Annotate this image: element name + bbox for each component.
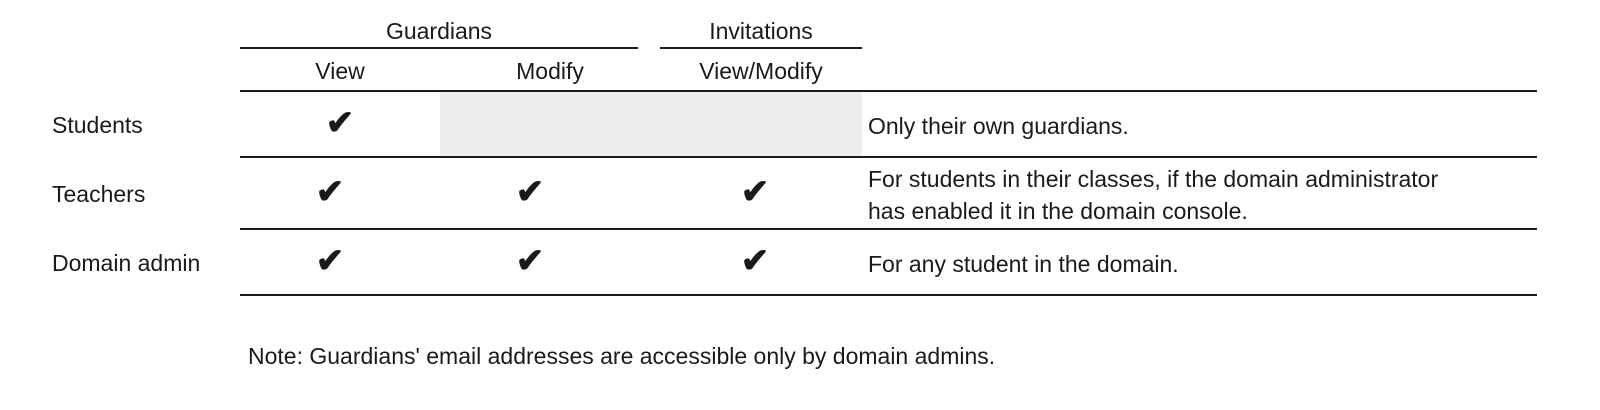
check-icon-students-guardians-view: ✔	[325, 104, 355, 142]
table-rule-header-bottom	[240, 90, 1537, 92]
check-icon-domain-admin-guardians-modify: ✔	[515, 242, 545, 280]
cell-description-teachers: For students in their classes, if the do…	[868, 164, 1538, 227]
column-group-rule-guardians	[240, 47, 638, 49]
table-rule-table-bottom	[240, 294, 1537, 296]
column-group-header-invitations: Invitations	[709, 18, 813, 44]
table-footnote: Note: Guardians' email addresses are acc…	[248, 343, 996, 369]
cell-description-students: Only their own guardians.	[868, 113, 1129, 139]
cell-description-teachers-line1: For students in their classes, if the do…	[868, 166, 1439, 192]
cell-description-domain-admin: For any student in the domain.	[868, 251, 1179, 277]
column-header-guardians-view: View	[315, 58, 365, 84]
column-header-guardians-modify: Modify	[516, 58, 584, 84]
check-icon-domain-admin-invitations: ✔	[740, 242, 770, 280]
column-group-rule-invitations	[660, 47, 862, 49]
column-group-header-guardians: Guardians	[385, 18, 493, 44]
check-icon-teachers-guardians-modify: ✔	[515, 173, 545, 211]
check-icon-teachers-guardians-view: ✔	[315, 173, 345, 211]
cell-shaded-students-not-applicable	[440, 92, 862, 156]
check-icon-domain-admin-guardians-view: ✔	[315, 242, 345, 280]
row-label-teachers: Teachers	[52, 181, 146, 207]
table-rule-after-students	[240, 156, 1537, 158]
cell-description-teachers-line2: has enabled it in the domain console.	[868, 197, 1248, 224]
check-icon-teachers-invitations: ✔	[740, 173, 770, 211]
row-label-students: Students	[52, 112, 143, 138]
table-rule-after-teachers	[240, 228, 1537, 230]
column-header-invitations-view-modify: View/Modify	[699, 58, 823, 84]
row-label-domain-admin: Domain admin	[52, 250, 201, 276]
